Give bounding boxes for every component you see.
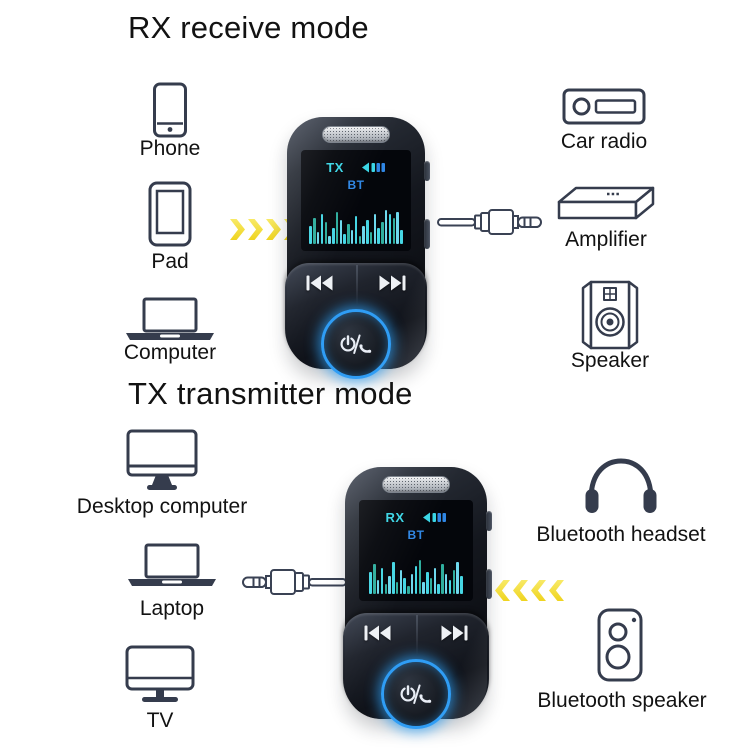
mic-grille xyxy=(382,476,450,493)
speaker-label: Speaker xyxy=(570,349,650,372)
pad-label: Pad xyxy=(151,250,189,273)
bluetooth-speaker-icon xyxy=(596,607,646,683)
aux-cable-icon xyxy=(436,200,548,244)
aux-cable-icon xyxy=(236,560,348,604)
phone-icon xyxy=(151,82,189,138)
rx-section-title: RX receive mode xyxy=(128,10,369,45)
phone-label: Phone xyxy=(139,137,201,160)
previous-track-icon xyxy=(306,275,333,291)
pad-icon xyxy=(147,180,193,248)
computer-label: Computer xyxy=(123,341,217,364)
previous-track-icon xyxy=(364,625,391,641)
battery-icon xyxy=(361,162,385,173)
next-track-icon xyxy=(379,275,406,291)
car-radio-icon xyxy=(561,84,647,130)
tv-label: TV xyxy=(146,709,174,732)
side-button xyxy=(424,161,430,181)
mic-grille xyxy=(322,126,390,143)
car-radio-label: Car radio xyxy=(560,130,648,153)
bluetooth-headset-icon xyxy=(583,455,659,517)
laptop-icon xyxy=(124,543,220,589)
bt-indicator: BT xyxy=(407,528,425,542)
desktop-computer-icon xyxy=(125,429,199,493)
device-screen: RX BT xyxy=(359,500,473,601)
bt-indicator: BT xyxy=(347,178,365,192)
tx-section-title: TX transmitter mode xyxy=(128,376,413,411)
bt-transmitter-device-tx-mode: RX BT xyxy=(343,467,492,729)
tx-flow-arrows xyxy=(495,580,564,601)
audio-spectrum xyxy=(365,556,467,594)
side-button xyxy=(486,511,492,531)
device-screen: TX BT xyxy=(301,150,411,251)
tv-icon xyxy=(124,645,196,707)
power-phone-icon xyxy=(400,684,432,704)
mode-indicator: RX xyxy=(385,510,405,525)
device-controls xyxy=(285,263,427,379)
side-button xyxy=(486,569,492,599)
mode-indicator: TX xyxy=(326,160,344,175)
side-button xyxy=(424,219,430,249)
audio-spectrum xyxy=(307,206,405,244)
laptop-label: Laptop xyxy=(139,597,205,620)
bluetooth-headset-label: Bluetooth headset xyxy=(536,523,706,546)
desktop-computer-label: Desktop computer xyxy=(76,495,248,518)
next-track-icon xyxy=(441,625,468,641)
device-controls xyxy=(343,613,489,729)
computer-icon xyxy=(122,297,218,343)
power-call-button xyxy=(381,659,451,729)
bluetooth-speaker-label: Bluetooth speaker xyxy=(537,689,707,712)
amplifier-label: Amplifier xyxy=(565,228,647,251)
bt-receiver-device-rx-mode: TX BT xyxy=(285,117,430,379)
power-phone-icon xyxy=(340,334,372,354)
amplifier-icon xyxy=(554,183,658,227)
speaker-icon xyxy=(578,279,642,351)
power-call-button xyxy=(321,309,391,379)
battery-icon xyxy=(422,512,446,523)
